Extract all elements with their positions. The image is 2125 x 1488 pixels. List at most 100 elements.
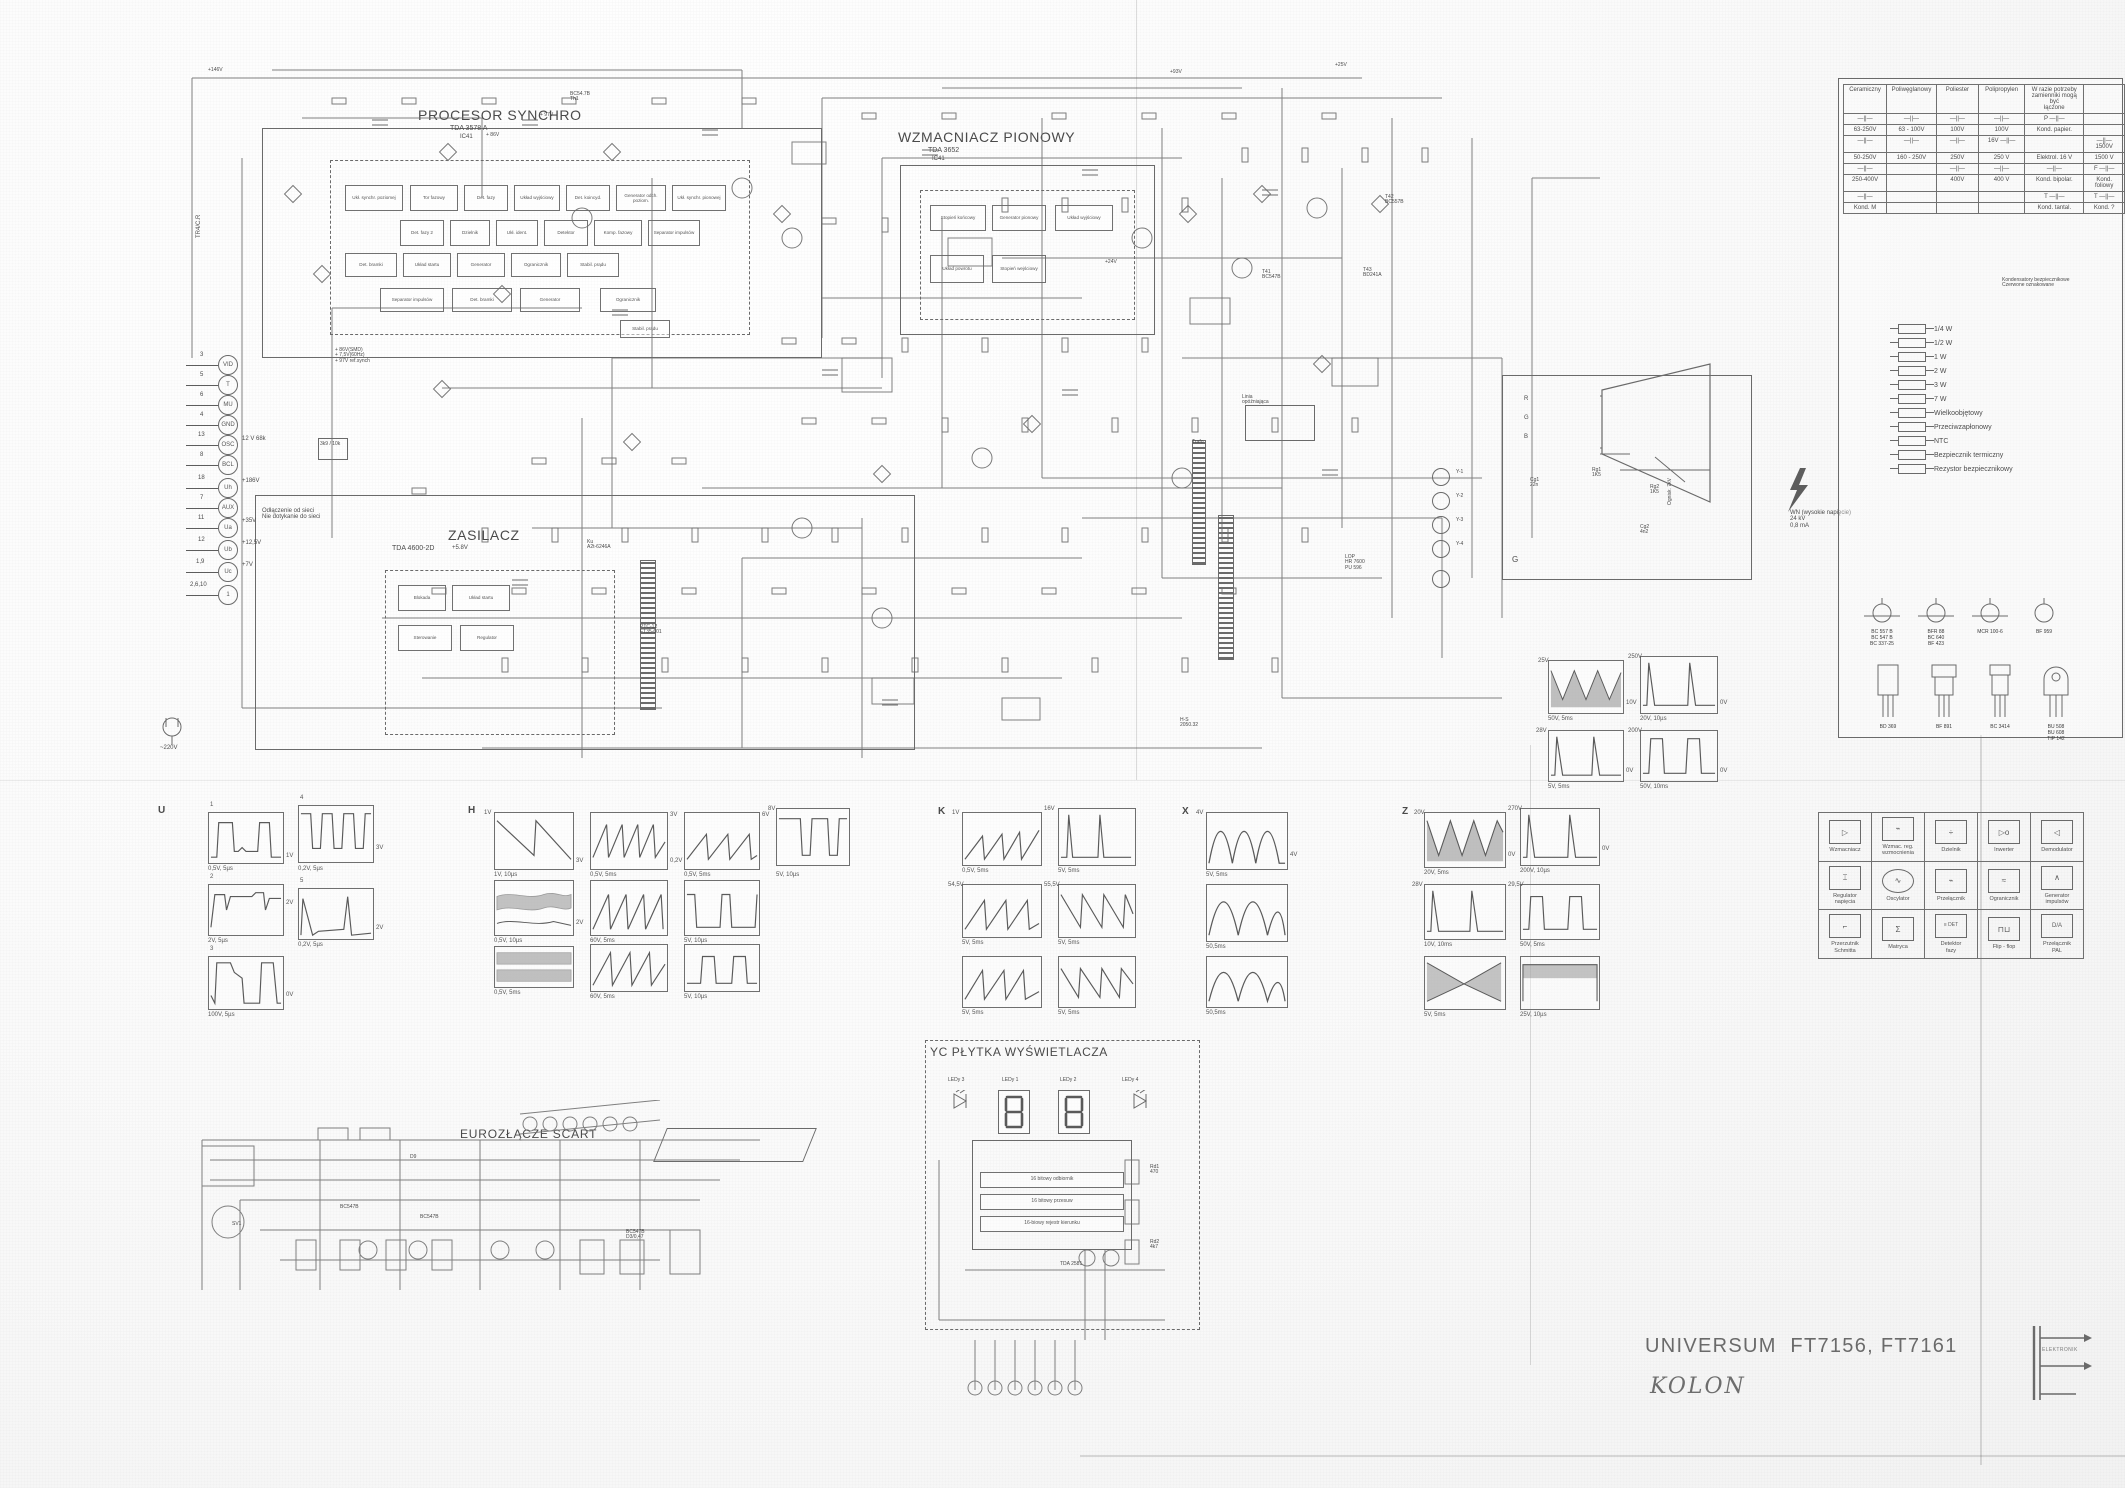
symbol-label-2-4: Przełącznik PAL (2042, 941, 2072, 954)
capacitor-table-row-0: —||— —||— —||— —||— P —||— (1842, 113, 2125, 125)
scope-A-2-caption: 20V, 10µs (1640, 716, 1667, 722)
terminal-node-6[interactable]: Uh (218, 478, 238, 498)
display-led-1: LEDy 1 (1002, 1077, 1019, 1083)
resistor-symbol-flameproof (1890, 422, 1934, 432)
logic-symbol-table: ▷Wzmacniacz ⌁Wzmac. reg. wzmocnienia ÷Dz… (1818, 812, 2084, 959)
scope-K-5 (962, 956, 1042, 1008)
yoke-connector-5[interactable] (1432, 570, 1450, 588)
cap-cell-6-1 (1886, 191, 1937, 203)
power-supply-ic: TDA 4600-2D (392, 545, 435, 552)
sync-inner-block-16: Ogranicznik (511, 253, 561, 277)
terminal-volt-8: +35V (242, 518, 257, 524)
terminal-pin-6: 18 (198, 475, 205, 481)
yoke-connector-2[interactable] (1432, 492, 1450, 510)
yoke-label-1: Y-1 (1456, 469, 1464, 475)
cap-cell-1-0: 63-250V (1842, 124, 1888, 136)
capacitor-table-row-4: —||— —||— —||— —||— F —||— (1842, 163, 2125, 175)
cap-cell-7-2 (1935, 202, 1979, 214)
scope-A-1-right: 10V (1626, 700, 1637, 706)
scope-H-6-caption: 60V, 5ms (590, 938, 615, 944)
terminal-node-0[interactable]: VID (218, 355, 238, 375)
sync-inner-block-3: Układ wyjściowy (514, 185, 560, 211)
symbol-label-2-1: Matryca (1888, 944, 1908, 951)
scope-H-4-top: 8V (768, 806, 776, 812)
transistor-legend: BC 557 B BC 547 B BC 337-25 BFR 88 BC 64… (1862, 598, 2112, 742)
scope-K-5-caption: 5V, 5ms (962, 1010, 984, 1016)
scope-A-1-top: 25V (1538, 658, 1549, 664)
cap-cell-3-3: 250 V (1977, 152, 2026, 164)
yoke-connector-3[interactable] (1432, 516, 1450, 534)
yoke-connector-4[interactable] (1432, 540, 1450, 558)
cap-cell-0-5 (2083, 113, 2125, 125)
cap-cell-2-0: —||— (1842, 135, 1888, 153)
terminal-node-1[interactable]: T (218, 375, 238, 395)
terminal-node-4[interactable]: OSC (218, 435, 238, 455)
demodulator-icon: ◁ (2041, 820, 2073, 845)
scope-H-5-right: 2V (576, 920, 584, 926)
transistor-names-0: BC 557 B BC 547 B BC 337-25 (1870, 629, 1894, 647)
sync-inner-block-8: Dzielnik (450, 220, 490, 246)
scope-A-2-top: 250V (1628, 654, 1643, 660)
crt-cg2-label: Cg2 4n2 (1640, 524, 1650, 536)
resistor-legend-label-8: NTC (1934, 437, 1949, 445)
transistor-names-3: BF 959 (2035, 629, 2053, 635)
scope-Z-3-top: 28V (1412, 882, 1423, 888)
transistor-to92-3: BF 959 (2024, 598, 2064, 647)
paper-edge-bottom (1080, 1455, 2125, 1457)
transistor-names-1: BFR 88 BC 640 BF 423 (1927, 629, 1945, 647)
led-symbol-3-icon (953, 1090, 967, 1109)
scope-U-5 (298, 888, 374, 940)
terminal-node-8[interactable]: Ua (218, 518, 238, 538)
symbol-label-2-0: Przerzutnik Schmitta (1831, 941, 1859, 954)
yoke-connector-1[interactable] (1432, 468, 1450, 486)
terminal-wire-1 (186, 385, 218, 386)
handwritten-note: KOLON (1650, 1374, 1746, 1399)
transistor-package-icon-2 (1989, 664, 2011, 717)
vert-inner-block-3: Układ powrotu (930, 255, 984, 283)
terminal-node-5[interactable]: BCL (218, 455, 238, 475)
terminal-node-9[interactable]: Ub (218, 540, 238, 560)
symbol-label-0-0: Wzmacniacz (1829, 847, 1861, 854)
scope-Z-2 (1520, 808, 1600, 866)
component-label-volt-b: +93V (1170, 69, 1182, 75)
terminal-node-11[interactable]: 1 (218, 585, 238, 605)
resistor-legend-row-3: 2 W (1890, 366, 2110, 376)
sync-inner-block-11: Komp. fazowy (594, 220, 642, 246)
resistor-legend-label-0: 1/4 W (1934, 325, 1953, 333)
terminal-node-10[interactable]: Uc (218, 562, 238, 582)
terminal-node-7[interactable]: AUX (218, 498, 238, 518)
terminal-node-2[interactable]: MU (218, 395, 238, 415)
mains-plug-icon (162, 717, 182, 745)
terminal-node-3[interactable]: GND (218, 415, 238, 435)
scope-H-5 (494, 880, 574, 936)
scope-Z-1-top: 20V (1414, 810, 1425, 816)
scope-A-4 (1640, 730, 1718, 782)
scope-U-4-caption: 0,2V, 5µs (298, 866, 323, 872)
capacitor-table-row-3: 50-250V 160 - 250V 250V 250 V Elektrol. … (1842, 152, 2125, 164)
cap-cell-2-2: —||— (1935, 135, 1979, 153)
scope-U-4-right: 3V (376, 845, 384, 851)
resistor-symbol-three-watt (1890, 380, 1934, 390)
scope-U-1-caption: 0,5V, 5µs (208, 866, 233, 872)
vert-inner-block-0: Stopień końcowy (930, 205, 986, 231)
crt-rg1-label: Rg1 1K5 (1592, 467, 1602, 479)
resistor-legend-label-1: 1/2 W (1934, 339, 1953, 347)
symbol-table-row-1: ⌶Regulator napięcia ∿Oscylator ⌁Przełącz… (1818, 860, 2084, 911)
symbol-label-1-2: Przełącznik (1936, 895, 1966, 902)
scope-U-1-right: 1V (286, 853, 294, 859)
capacitor-table-header-row: Ceramiczny Poliwęglanowy Poliester Polip… (1842, 84, 2125, 114)
scart-label-a: SV1 (232, 1221, 242, 1227)
scope-K-3 (962, 884, 1042, 938)
resistor-legend-label-5: 7 W (1934, 395, 1947, 403)
scope-Z-3 (1424, 884, 1506, 940)
scope-Z-6 (1520, 956, 1600, 1010)
cap-cell-4-0: —||— (1842, 163, 1888, 175)
scope-K-1-caption: 0,5V, 5ms (962, 868, 989, 874)
scope-H-2-top: 3V (670, 812, 678, 818)
scope-K-2-caption: 5V, 5ms (1058, 868, 1080, 874)
scope-A-2 (1640, 656, 1718, 714)
symbol-label-0-4: Demodulator (2041, 847, 2073, 854)
